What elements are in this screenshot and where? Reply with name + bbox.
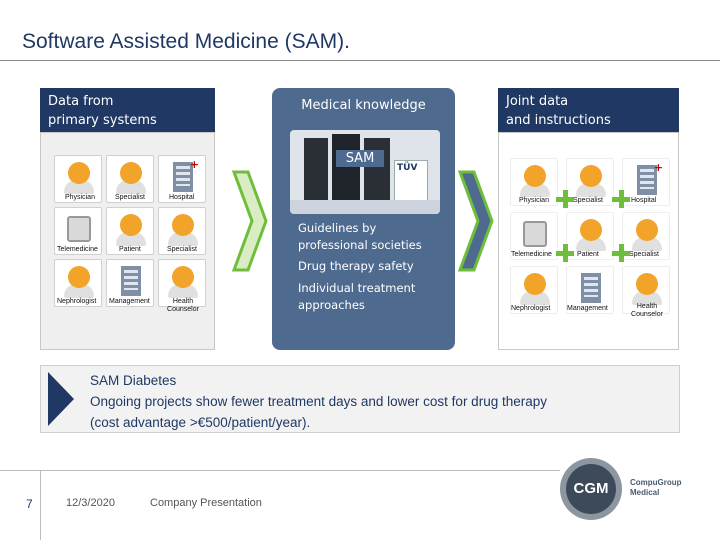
- tile-management: Management: [106, 259, 154, 307]
- tile-patient: Patient: [106, 207, 154, 255]
- tile-hospital: + Hospital: [158, 155, 206, 203]
- tile-specialist-2: Specialist: [622, 212, 670, 260]
- physician-icon: [524, 165, 546, 187]
- health-counselor-icon: [172, 266, 194, 288]
- cgm-logo-icon: CGM: [560, 458, 622, 520]
- hospital-icon: [173, 162, 193, 192]
- tile-telemedicine: Telemedicine: [54, 207, 102, 255]
- left-chevron-arrow: [232, 170, 268, 272]
- tile-nephrologist: Nephrologist: [54, 259, 102, 307]
- server-rack-icon: [364, 138, 390, 204]
- nephrologist-icon: [68, 266, 90, 288]
- center-item-individual: Individual treatment approaches: [298, 281, 416, 312]
- specialist-icon: [636, 219, 658, 241]
- nephrologist-icon: [524, 273, 546, 295]
- tile-specialist-2: Specialist: [158, 207, 206, 255]
- right-panel-header: Joint data and instructions: [498, 88, 679, 132]
- footer-vertical-divider: [40, 470, 41, 540]
- title-divider: [0, 60, 720, 61]
- tile-specialist: Specialist: [106, 155, 154, 203]
- patient-icon: [120, 214, 142, 236]
- hospital-icon: [637, 165, 657, 195]
- telemedicine-icon: [67, 216, 91, 242]
- center-item-drug-safety: Drug therapy safety: [298, 259, 414, 273]
- tile-telemedicine: Telemedicine: [510, 212, 558, 260]
- right-header-line1: Joint data: [506, 94, 569, 109]
- plus-connector-icon: [612, 244, 630, 262]
- specialist-icon: [120, 162, 142, 184]
- sam-diabetes-text: SAM Diabetes Ongoing projects show fewer…: [90, 370, 670, 433]
- physician-icon: [68, 162, 90, 184]
- footer-label: Company Presentation: [150, 497, 262, 509]
- slide-title: Software Assisted Medicine (SAM).: [22, 30, 350, 53]
- footer-date: 12/3/2020: [66, 497, 115, 509]
- plus-connector-icon: [556, 190, 574, 208]
- left-header-line1: Data from: [48, 94, 114, 109]
- page-number: 7: [26, 497, 33, 511]
- right-chevron-arrow: [458, 170, 494, 272]
- health-counselor-icon: [636, 273, 658, 295]
- tile-physician: Physician: [54, 155, 102, 203]
- tile-management: Management: [566, 266, 614, 314]
- right-tile-grid: Physician Specialist + Hospital Telemedi…: [508, 158, 673, 318]
- plus-connector-icon: [612, 190, 630, 208]
- server-rack-icon: [304, 138, 328, 204]
- server-rack-icon: [332, 134, 360, 206]
- left-tile-grid: Physician Specialist + Hospital Telemedi…: [50, 155, 210, 313]
- sam-diabetes-line3: (cost advantage >€500/patient/year).: [90, 415, 311, 430]
- management-icon: [581, 273, 601, 303]
- cgm-logo-text: CGM: [566, 464, 616, 514]
- patient-icon: [580, 219, 602, 241]
- tile-patient: Patient: [566, 212, 614, 260]
- management-icon: [121, 266, 141, 296]
- specialist-icon: [580, 165, 602, 187]
- plus-connector-icon: [556, 244, 574, 262]
- tile-physician: Physician: [510, 158, 558, 206]
- sam-diabetes-title: SAM Diabetes: [90, 373, 177, 388]
- center-item-guidelines: Guidelines by professional societies: [298, 221, 422, 252]
- left-header-line2: primary systems: [48, 113, 157, 128]
- bottom-arrow-icon: [48, 372, 74, 426]
- sam-diabetes-box: [40, 365, 680, 433]
- server-image: TÜV: [290, 130, 440, 214]
- sam-diabetes-line2: Ongoing projects show fewer treatment da…: [90, 394, 547, 409]
- tile-health-counselor: Health Counselor: [622, 266, 670, 318]
- right-header-line2: and instructions: [506, 113, 611, 128]
- tuv-certificate-icon: TÜV: [394, 160, 428, 204]
- tile-health-counselor: Health Counselor: [158, 259, 206, 313]
- tile-hospital: + Hospital: [622, 158, 670, 206]
- center-panel-header: Medical knowledge: [301, 98, 426, 113]
- left-panel-header: Data from primary systems: [40, 88, 215, 132]
- red-cross-icon: +: [653, 161, 663, 174]
- specialist-icon: [172, 214, 194, 236]
- tile-specialist: Specialist: [566, 158, 614, 206]
- sam-label: SAM: [336, 150, 384, 167]
- telemedicine-icon: [523, 221, 547, 247]
- footer-divider: [0, 470, 560, 471]
- tile-nephrologist: Nephrologist: [510, 266, 558, 314]
- cgm-brand-text: CompuGroup Medical: [630, 478, 682, 497]
- red-cross-icon: +: [189, 158, 199, 171]
